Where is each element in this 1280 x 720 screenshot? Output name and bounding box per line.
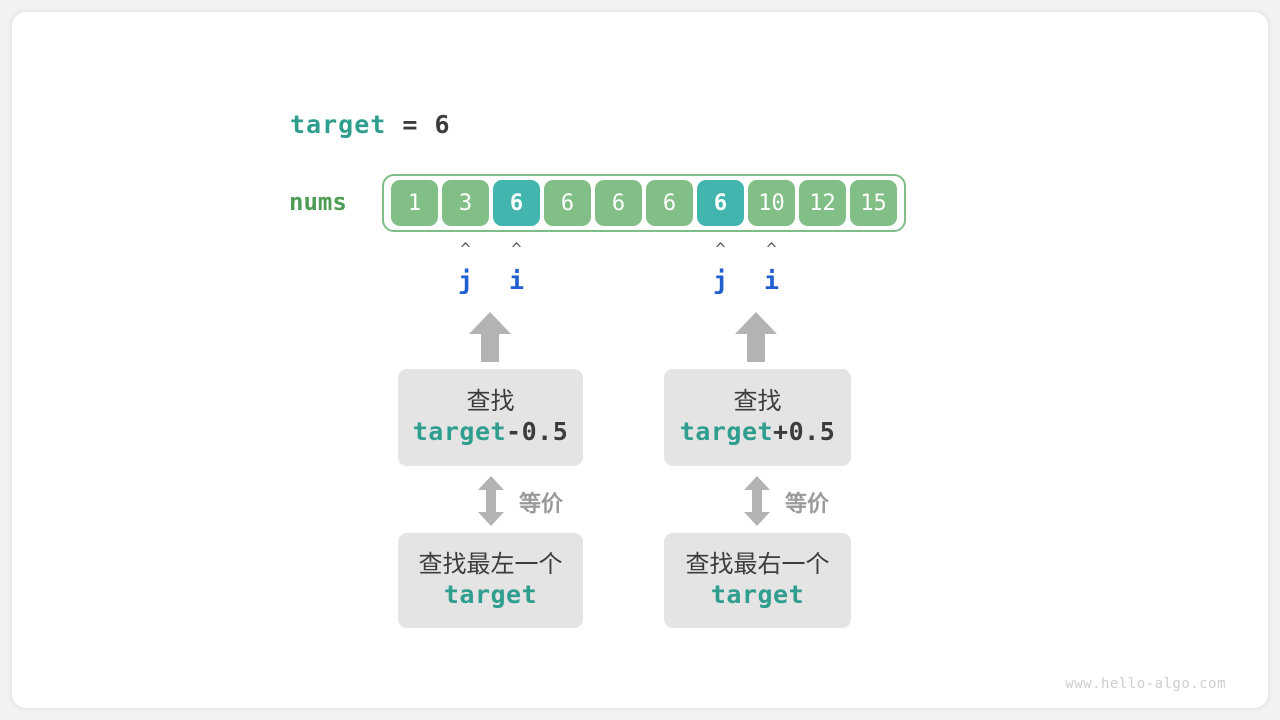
right-pointer-j: j — [712, 266, 729, 295]
left-search-line2: target-0.5 — [413, 416, 569, 449]
right-equivalence-label: 等价 — [785, 492, 830, 517]
array-cell: 6 — [595, 180, 642, 226]
array-cell: 1 — [391, 180, 438, 226]
array-cell: 6 — [544, 180, 591, 226]
right-equivalence-arrow — [743, 476, 771, 530]
left-search-box: 查找 target-0.5 — [398, 369, 583, 466]
left-search-operator: - — [506, 417, 522, 447]
array-cell: 6 — [493, 180, 540, 226]
left-search-delta: 0.5 — [521, 417, 569, 447]
right-result-box: 查找最右一个 target — [664, 533, 851, 628]
right-search-term: target — [679, 417, 774, 447]
right-result-line2: target — [711, 579, 804, 612]
left-result-line2: target — [444, 579, 537, 612]
slide-card — [12, 12, 1268, 708]
right-search-delta: 0.5 — [788, 417, 836, 447]
left-equivalence-label: 等价 — [519, 492, 564, 517]
right-search-box: 查找 target+0.5 — [664, 369, 851, 466]
right-caret-i: ^ — [766, 240, 777, 260]
right-result-term: target — [710, 580, 805, 610]
left-up-arrow — [468, 310, 512, 362]
left-caret-i: ^ — [511, 240, 522, 260]
up-arrow-icon — [469, 312, 511, 362]
double-arrow-icon — [744, 476, 770, 526]
left-search-line1: 查找 — [466, 387, 515, 416]
right-search-line2: target+0.5 — [680, 416, 836, 449]
right-search-line1: 查找 — [733, 387, 782, 416]
left-result-box: 查找最左一个 target — [398, 533, 583, 628]
double-arrow-icon — [478, 476, 504, 526]
right-pointer-i: i — [763, 266, 780, 295]
up-arrow-icon — [735, 312, 777, 362]
right-caret-j: ^ — [715, 240, 726, 260]
watermark: www.hello-algo.com — [1065, 676, 1226, 692]
array-cell: 6 — [697, 180, 744, 226]
array-cell: 10 — [748, 180, 795, 226]
left-equivalence-arrow — [477, 476, 505, 530]
array-cell: 6 — [646, 180, 693, 226]
left-caret-j: ^ — [460, 240, 471, 260]
array-label: nums — [289, 188, 347, 216]
left-pointer-j: j — [457, 266, 474, 295]
left-result-term: target — [443, 580, 538, 610]
right-search-operator: + — [773, 417, 789, 447]
equals-sign: = — [402, 110, 419, 139]
right-up-arrow — [734, 310, 778, 362]
array-cell: 12 — [799, 180, 846, 226]
left-search-term: target — [412, 417, 507, 447]
array-cell: 3 — [442, 180, 489, 226]
target-declaration: target = 6 — [290, 110, 451, 139]
left-result-line1: 查找最左一个 — [418, 550, 563, 579]
target-value: 6 — [434, 110, 451, 139]
right-result-line1: 查找最右一个 — [685, 550, 830, 579]
left-pointer-i: i — [508, 266, 525, 295]
target-keyword: target — [290, 110, 387, 139]
array-cell: 15 — [850, 180, 897, 226]
